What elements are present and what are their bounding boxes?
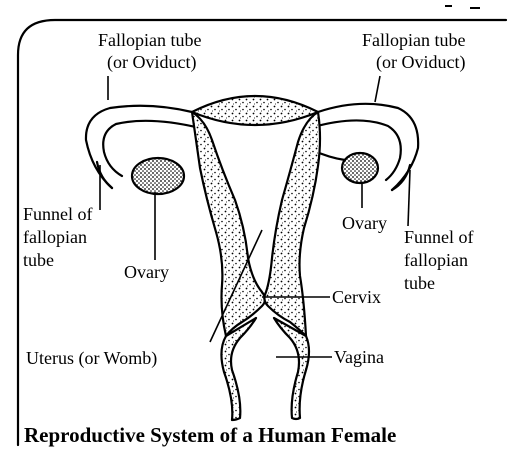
label-funnel-left-2: fallopian	[23, 227, 87, 247]
pointer-funnel-right	[408, 170, 410, 226]
label-cervix: Cervix	[332, 287, 381, 307]
diagram-title: Reproductive System of a Human Female	[24, 423, 396, 447]
label-fallopian-right-1: Fallopian tube	[362, 30, 465, 50]
label-vagina: Vagina	[334, 347, 384, 367]
right-ovary	[342, 153, 378, 183]
label-funnel-right-2: fallopian	[404, 250, 468, 270]
label-fallopian-left-1: Fallopian tube	[98, 30, 201, 50]
label-funnel-left-1: Funnel of	[23, 204, 93, 224]
label-ovary-left: Ovary	[124, 262, 169, 282]
label-funnel-right-3: tube	[404, 273, 435, 293]
uterus-fundus	[192, 96, 318, 125]
label-fallopian-right-2: (or Oviduct)	[376, 52, 465, 73]
label-fallopian-left-2: (or Oviduct)	[107, 52, 196, 73]
label-funnel-right-1: Funnel of	[404, 227, 474, 247]
left-ovary	[132, 158, 184, 194]
label-uterus: Uterus (or Womb)	[26, 348, 157, 369]
label-ovary-right: Ovary	[342, 213, 387, 233]
uterus-right-wall	[264, 112, 320, 336]
pointer-fallopian-right	[375, 76, 380, 102]
label-funnel-left-3: tube	[23, 250, 54, 270]
